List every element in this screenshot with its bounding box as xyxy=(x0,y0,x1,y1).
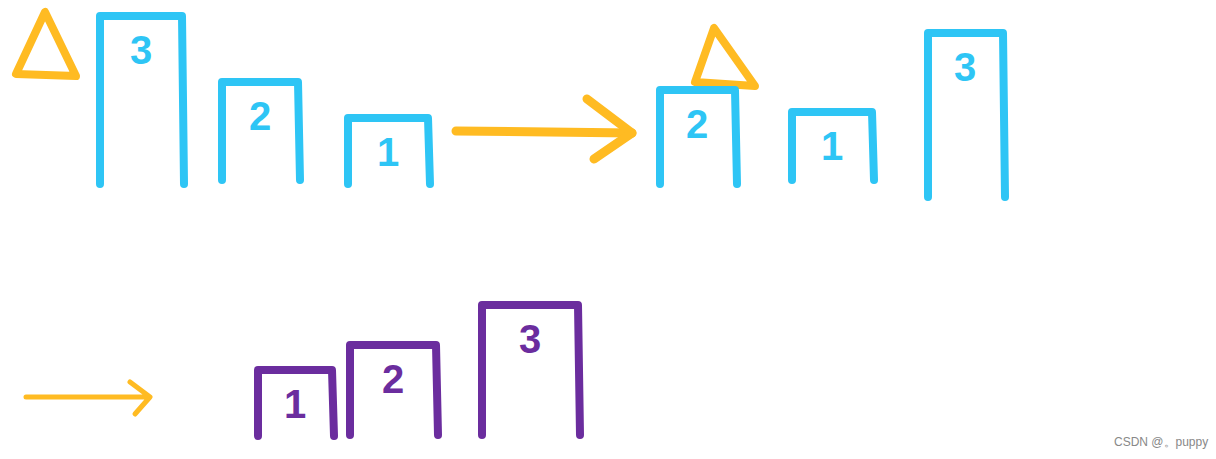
stack-box: 1 xyxy=(792,112,872,180)
box-outline xyxy=(100,16,184,184)
stack-box: 2 xyxy=(222,82,298,180)
step-arrow xyxy=(26,382,150,414)
box-outline xyxy=(222,82,300,180)
box-outline xyxy=(792,112,874,180)
box-outline xyxy=(350,345,438,435)
box-number: 1 xyxy=(284,384,306,424)
box-number: 2 xyxy=(686,104,708,144)
box-outline xyxy=(482,305,580,435)
box-number: 3 xyxy=(130,30,152,70)
stack-box: 1 xyxy=(348,118,428,184)
pointer-triangle xyxy=(16,12,76,76)
box-number: 1 xyxy=(377,132,399,172)
arrow-shaft xyxy=(456,131,632,133)
arrow-head xyxy=(587,99,632,159)
box-outline xyxy=(660,90,737,184)
box-outline xyxy=(928,33,1005,197)
box-number: 2 xyxy=(249,96,271,136)
box-outline xyxy=(258,370,334,436)
box-number: 2 xyxy=(382,359,404,399)
stack-box: 3 xyxy=(928,33,1003,197)
step-arrow xyxy=(456,99,632,159)
stack-box: 3 xyxy=(482,305,578,435)
box-outline xyxy=(348,118,430,184)
stack-box: 1 xyxy=(258,370,332,436)
box-number: 1 xyxy=(821,126,843,166)
stack-box: 3 xyxy=(100,16,182,184)
watermark: CSDN @。puppy xyxy=(1114,434,1208,451)
pointer-triangle xyxy=(695,28,755,86)
box-number: 3 xyxy=(519,319,541,359)
box-number: 3 xyxy=(954,47,976,87)
stack-box: 2 xyxy=(660,90,735,184)
stack-box: 2 xyxy=(350,345,436,435)
